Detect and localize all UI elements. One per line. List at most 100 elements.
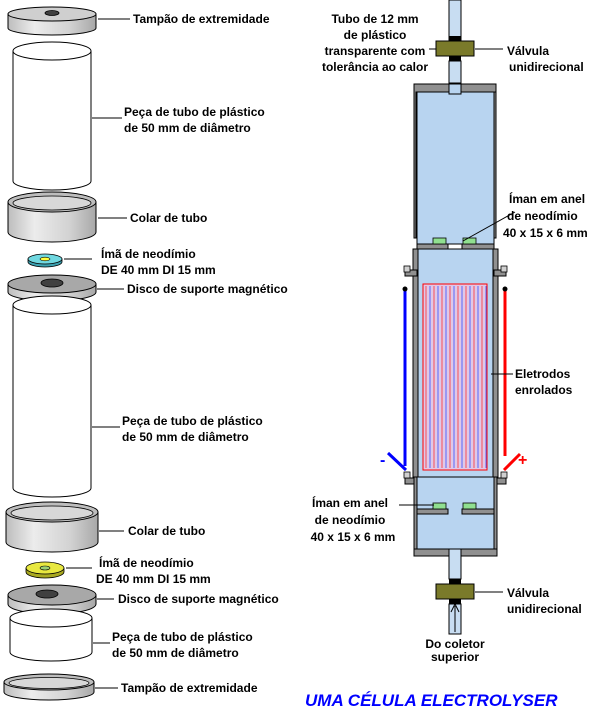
svg-text:de 50 mm de diâmetro: de 50 mm de diâmetro (122, 430, 249, 444)
upper-chamber (416, 91, 495, 245)
tube-1-label-line2: de 50 mm de diâmetro (124, 121, 251, 135)
svg-text:de 50 mm de diâmetro: de 50 mm de diâmetro (112, 646, 239, 660)
top-valve (435, 36, 475, 84)
disc-2-shape (7, 584, 97, 615)
svg-text:Colar de tubo: Colar de tubo (130, 211, 207, 225)
lower-support-disc (416, 502, 495, 515)
magnet-1-label-line1: Ímã de neodímio (101, 246, 196, 261)
svg-text:Íman em anel: Íman em anel (509, 191, 585, 206)
svg-text:superior: superior (431, 650, 479, 664)
svg-text:unidirecional: unidirecional (509, 60, 584, 74)
top-cap (413, 83, 497, 239)
negative-sign: - (380, 452, 385, 469)
left-leader-lines (64, 18, 130, 689)
end-cap-bottom-label: Tampão de extremidade (121, 681, 258, 695)
svg-text:Ímã de neodímio: Ímã de neodímio (99, 555, 194, 570)
svg-text:Íman em anel: Íman em anel (312, 495, 388, 510)
svg-text:Peça de tubo de plástico: Peça de tubo de plástico (122, 414, 263, 428)
positive-sign: + (518, 452, 527, 469)
tube-2-shape (12, 295, 92, 498)
magnet-2-shape (25, 561, 65, 579)
disc-1-label: Disco de suporte magnético (127, 282, 288, 296)
bottom-ring-magnet-label-line2: de neodímio (315, 513, 386, 527)
tube-3-shape (9, 608, 93, 662)
top-ring-magnet-label-line2: de neodímio (507, 209, 578, 223)
svg-text:Peça de tubo de plástico: Peça de tubo de plástico (112, 630, 253, 644)
collar-2-label: Colar de tubo (128, 524, 205, 538)
collector-label-line1: Do coletor (425, 637, 485, 651)
svg-text:40 x 15 x 6 mm: 40 x 15 x 6 mm (503, 226, 588, 240)
svg-text:Tubo de 12 mm: Tubo de 12 mm (331, 12, 418, 26)
svg-text:transparente com: transparente com (325, 44, 426, 58)
end-cap-bottom-shape (3, 673, 95, 701)
collar-1-shape (7, 191, 97, 243)
electrodes-label-line1: Eletrodos (515, 367, 571, 381)
right-leader-lines (399, 48, 516, 593)
exploded-parts (3, 6, 99, 701)
tube-1-shape (12, 41, 92, 191)
end-cap-top-shape (7, 6, 97, 36)
svg-text:Ímã de neodímio: Ímã de neodímio (101, 246, 196, 261)
flow-arrow-icon (450, 602, 460, 632)
disc-2-label: Disco de suporte magnético (118, 592, 279, 606)
svg-text:unidirecional: unidirecional (507, 602, 582, 616)
svg-text:Disco de suporte magnético: Disco de suporte magnético (127, 282, 288, 296)
bottom-ring-magnet-label-line1: Íman em anel (312, 495, 388, 510)
svg-text:tolerância ao calor: tolerância ao calor (322, 60, 428, 74)
electrodes-label-line2: enrolados (515, 383, 573, 397)
svg-text:Peça de tubo de plástico: Peça de tubo de plástico (124, 105, 265, 119)
svg-text:enrolados: enrolados (515, 383, 573, 397)
end-cap-top-label: Tampão de extremidade (133, 12, 270, 26)
top-inlet-tube (448, 0, 462, 41)
tube-3-label-line1: Peça de tubo de plástico (112, 630, 253, 644)
upper-collar (403, 265, 508, 277)
magnet-2-label-line2: DE 40 mm DI 15 mm (96, 572, 211, 586)
svg-text:Válvula: Válvula (507, 586, 549, 600)
top-valve-label-line2: unidirecional (509, 60, 584, 74)
inlet-tube-label-line2: de plástico (344, 28, 407, 42)
svg-text:Do coletor: Do coletor (425, 637, 485, 651)
magnet-1-shape (27, 253, 63, 268)
bottom-ring-magnet-label-line3: 40 x 15 x 6 mm (311, 530, 396, 544)
top-ring-magnet-label-line3: 40 x 15 x 6 mm (503, 226, 588, 240)
svg-text:40 x 15 x 6 mm: 40 x 15 x 6 mm (311, 530, 396, 544)
tube-2-label-line2: de 50 mm de diâmetro (122, 430, 249, 444)
svg-text:Tampão de extremidade: Tampão de extremidade (133, 12, 270, 26)
svg-text:de plástico: de plástico (344, 28, 407, 42)
collar-1-label: Colar de tubo (130, 211, 207, 225)
inlet-tube-label-line3: transparente com (325, 44, 426, 58)
bottom-valve-label-line1: Válvula (507, 586, 549, 600)
svg-text:DE 40 mm DI 15 mm: DE 40 mm DI 15 mm (96, 572, 211, 586)
top-ring-magnet-label-line1: Íman em anel (509, 191, 585, 206)
svg-text:Tampão de extremidade: Tampão de extremidade (121, 681, 258, 695)
svg-text:Colar de tubo: Colar de tubo (128, 524, 205, 538)
collar-2-shape (5, 501, 99, 553)
tube-1-label-line1: Peça de tubo de plástico (124, 105, 265, 119)
svg-text:de neodímio: de neodímio (507, 209, 578, 223)
diagram-title: UMA CÉLULA ELECTROLYSER (305, 691, 558, 709)
tube-2-label-line1: Peça de tubo de plástico (122, 414, 263, 428)
svg-text:DE 40 mm DI 15 mm: DE 40 mm DI 15 mm (101, 263, 216, 277)
svg-text:Válvula: Válvula (507, 44, 549, 58)
bottom-valve (435, 548, 475, 635)
svg-text:Eletrodos: Eletrodos (515, 367, 571, 381)
inlet-tube-label-line1: Tubo de 12 mm (331, 12, 418, 26)
positive-wire (502, 286, 522, 472)
top-valve-label-line1: Válvula (507, 44, 549, 58)
collector-label-line2: superior (431, 650, 479, 664)
magnet-1-label-line2: DE 40 mm DI 15 mm (101, 263, 216, 277)
bottom-valve-label-line2: unidirecional (507, 602, 582, 616)
svg-text:de 50 mm de diâmetro: de 50 mm de diâmetro (124, 121, 251, 135)
svg-text:Disco de suporte magnético: Disco de suporte magnético (118, 592, 279, 606)
svg-text:de neodímio: de neodímio (315, 513, 386, 527)
electrode-coil (422, 283, 488, 471)
tube-3-label-line2: de 50 mm de diâmetro (112, 646, 239, 660)
left-labels: Tampão de extremidade Peça de tubo de pl… (96, 12, 288, 695)
assembled-cell: - + (380, 0, 527, 635)
inlet-tube-label-line4: tolerância ao calor (322, 60, 428, 74)
negative-wire (386, 286, 408, 472)
magnet-2-label-line1: Ímã de neodímio (99, 555, 194, 570)
right-labels: Tubo de 12 mm de plástico transparente c… (311, 12, 588, 664)
